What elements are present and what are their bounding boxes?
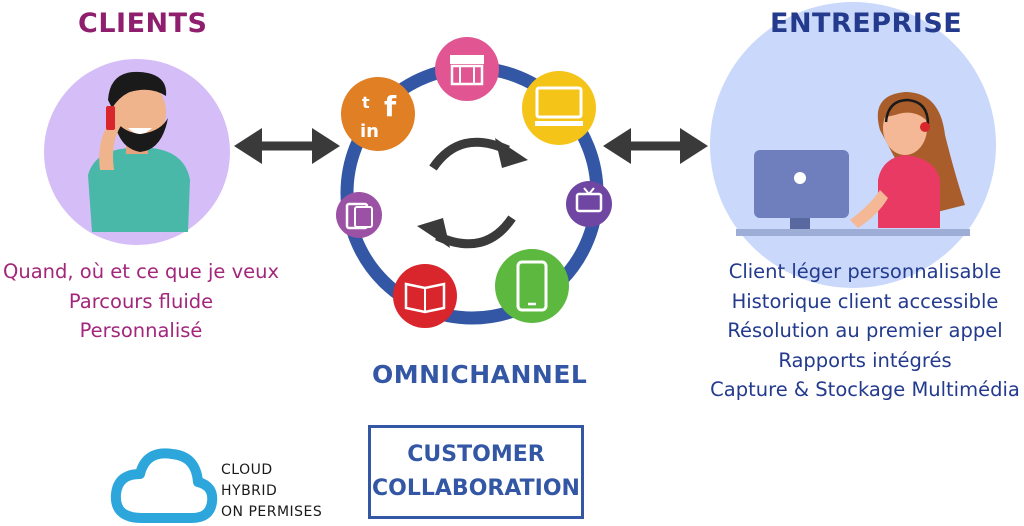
smartphone-node [495, 249, 569, 323]
clients-benefit: Quand, où et ce que je veux [2, 260, 280, 283]
entreprise-benefit: Résolution au premier appel [727, 319, 1003, 342]
cloud-deployment-labels: CLOUD HYBRID ON PERMISES [221, 460, 322, 523]
customer-collaboration-box [368, 425, 584, 519]
cloud-icon [110, 448, 218, 523]
collaboration-line: CUSTOMER [407, 442, 545, 467]
svg-text:f: f [384, 90, 397, 123]
entreprise-benefit: Capture & Stockage Multimédia [710, 378, 1020, 401]
social-media-node: t f in [341, 77, 415, 151]
cloud-label: HYBRID [221, 483, 278, 499]
cloud-label: CLOUD [221, 462, 273, 478]
desktop-node [522, 71, 596, 145]
entreprise-benefits: Client léger personnalisable Historique … [700, 257, 1024, 405]
svg-text:in: in [360, 121, 379, 142]
collaboration-line: COLLABORATION [372, 476, 580, 501]
client-avatar [44, 59, 230, 245]
omnichannel-to-entreprise-arrow [603, 128, 708, 164]
agent-avatar [710, 2, 996, 288]
tablet-node [336, 192, 382, 238]
entreprise-benefit: Rapports intégrés [778, 348, 952, 372]
clients-benefits: Quand, où et ce que je veux Parcours flu… [0, 257, 282, 346]
entreprise-title: ENTREPRISE [770, 8, 963, 39]
refresh-arrowhead-top [495, 138, 528, 168]
clients-benefit: Personnalisé [79, 319, 203, 342]
clients-benefit: Parcours fluide [68, 289, 214, 313]
client-to-omnichannel-arrow [234, 128, 340, 164]
cloud-label: ON PERMISES [221, 504, 323, 520]
customer-collaboration-text: CUSTOMER COLLABORATION [368, 438, 584, 506]
tv-node [566, 181, 612, 227]
book-node [393, 264, 457, 328]
clients-title: CLIENTS [78, 8, 208, 39]
entreprise-benefit: Historique client accessible [731, 289, 999, 313]
svg-text:t: t [362, 93, 370, 112]
entreprise-benefit: Client léger personnalisable [728, 260, 1002, 283]
omnichannel-label: OMNICHANNEL [372, 360, 588, 389]
refresh-arrowhead-bottom [417, 218, 450, 248]
store-node [435, 37, 499, 101]
